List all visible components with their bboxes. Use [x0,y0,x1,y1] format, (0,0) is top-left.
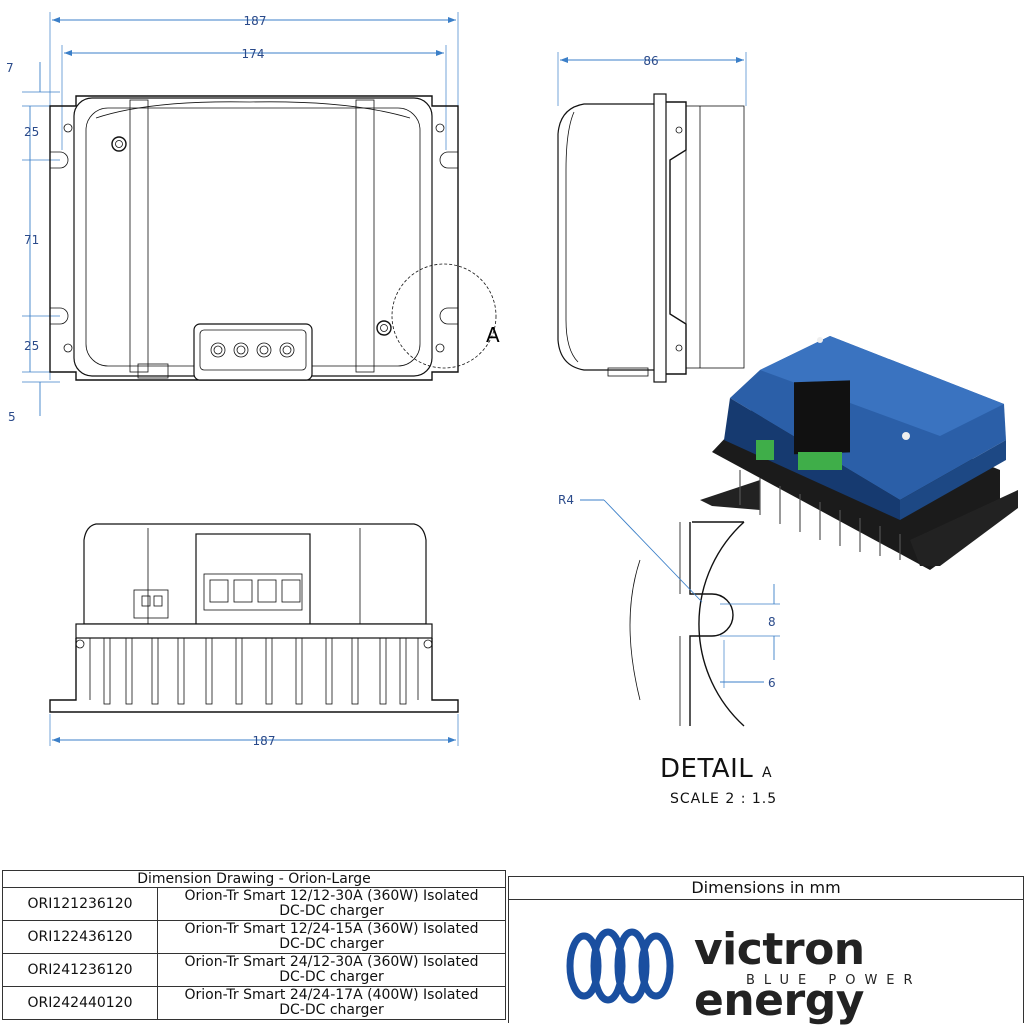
table-row: ORI242440120 Orion-Tr Smart 24/24-17A (4… [2,986,506,1020]
detail-scale: SCALE 2 : 1.5 [670,791,778,807]
dim-detail-6: 6 [768,676,776,690]
dim-detail-r4: R4 [558,493,574,507]
detail-view: 8 6 R4 [558,493,780,727]
detail-title-text: DETAIL [660,754,754,784]
brand-tagline: BLUE POWER [746,973,922,988]
part-code: ORI241236120 [2,953,158,987]
front-view: 187 [49,523,459,748]
top-view: 187 174 7 25 71 25 5 [6,12,500,424]
units-note: Dimensions in mm [509,877,1023,900]
part-desc: Orion-Tr Smart 24/12-30A (360W) Isolated… [157,953,506,987]
parts-table-header: Dimension Drawing - Orion-Large [2,870,506,888]
table-row: ORI122436120 Orion-Tr Smart 12/24-15A (3… [2,920,506,954]
table-row: ORI241236120 Orion-Tr Smart 24/12-30A (3… [2,953,506,987]
dim-front-187: 187 [253,734,276,748]
victron-logo-icon [566,928,674,1004]
brand-name: victron energy [694,924,865,1026]
detail-callout-letter: A [486,323,500,347]
part-desc: Orion-Tr Smart 12/12-30A (360W) Isolated… [157,887,506,921]
parts-table: Dimension Drawing - Orion-Large ORI12123… [2,870,506,1020]
dim-left-25-lower: 25 [24,339,39,353]
dim-top-187: 187 [244,14,267,28]
part-desc: Orion-Tr Smart 12/24-15A (360W) Isolated… [157,920,506,954]
dim-hole-174: 174 [242,47,265,61]
detail-title: DETAIL A [660,754,772,784]
dim-left-7: 7 [6,61,14,75]
side-view: 86 [557,52,747,383]
dim-left-5: 5 [8,410,16,424]
part-code: ORI122436120 [2,920,158,954]
part-desc: Orion-Tr Smart 24/24-17A (400W) Isolated… [157,986,506,1020]
dim-side-86: 86 [643,54,658,68]
isometric-view [700,336,1018,570]
detail-title-letter: A [762,765,773,781]
dim-left-71: 71 [24,233,39,247]
part-code: ORI242440120 [2,986,158,1020]
dim-left-25-upper: 25 [24,125,39,139]
part-code: ORI121236120 [2,887,158,921]
table-row: ORI121236120 Orion-Tr Smart 12/12-30A (3… [2,887,506,921]
dim-detail-8: 8 [768,615,776,629]
